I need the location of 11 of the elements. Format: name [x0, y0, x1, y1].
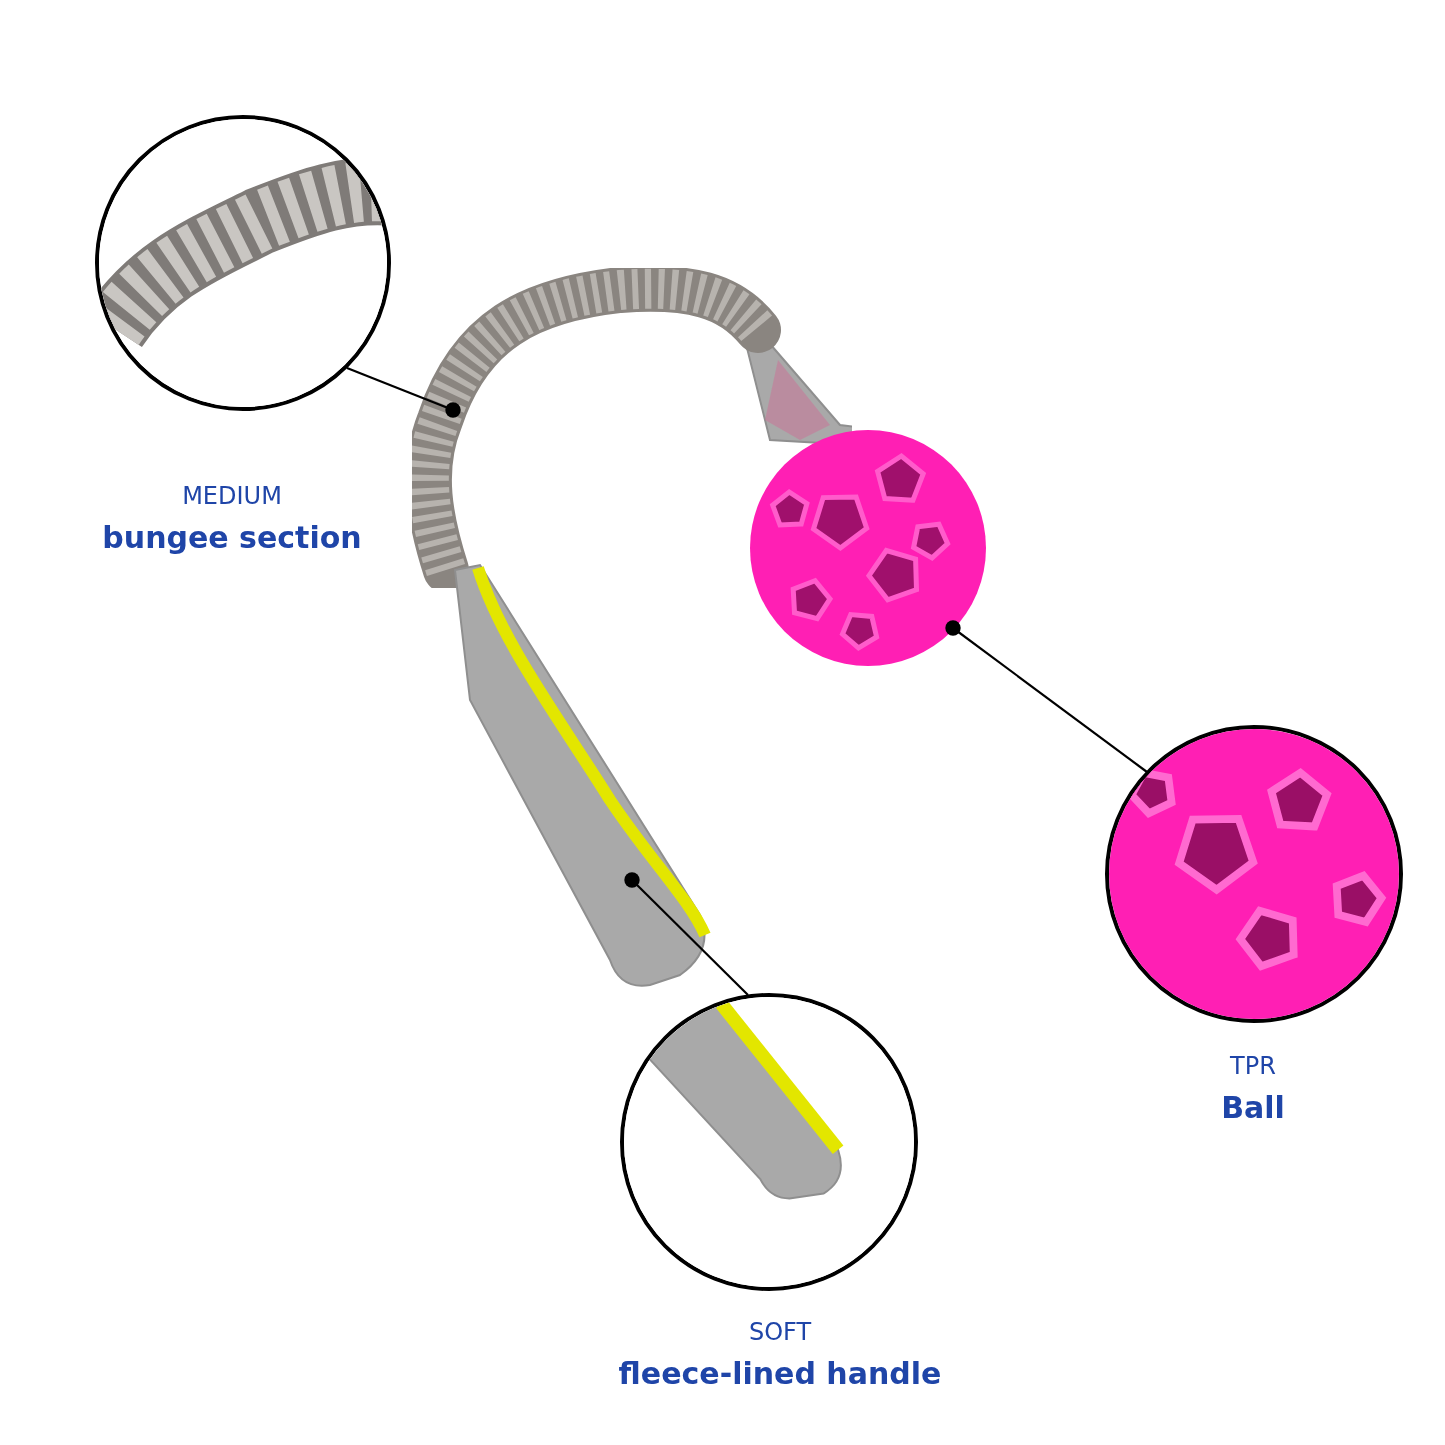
- part-label: Ball: [1221, 1090, 1285, 1125]
- bungee-cord-drawing: [412, 268, 852, 588]
- ball-drawing: [748, 428, 988, 668]
- leader-line: [346, 366, 461, 418]
- part-label: bungee section: [102, 520, 362, 555]
- material-label: SOFT: [748, 1318, 812, 1346]
- leader-line: [624, 872, 749, 996]
- material-label: MEDIUM: [182, 482, 282, 510]
- part-label: fleece-lined handle: [618, 1356, 942, 1391]
- leader-line: [945, 620, 1148, 773]
- material-label: TPR: [1230, 1052, 1276, 1080]
